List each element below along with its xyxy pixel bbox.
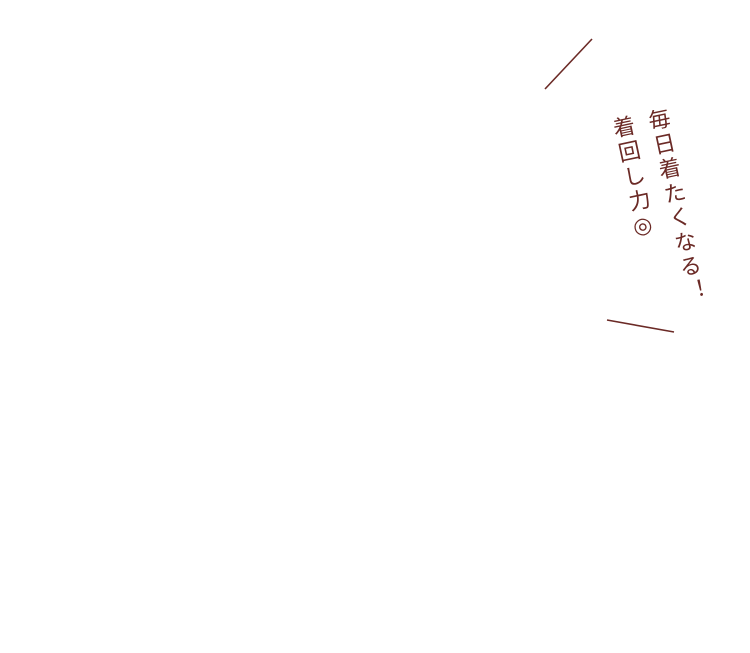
bottom-divider-line	[606, 319, 675, 333]
top-divider-line	[544, 38, 593, 90]
